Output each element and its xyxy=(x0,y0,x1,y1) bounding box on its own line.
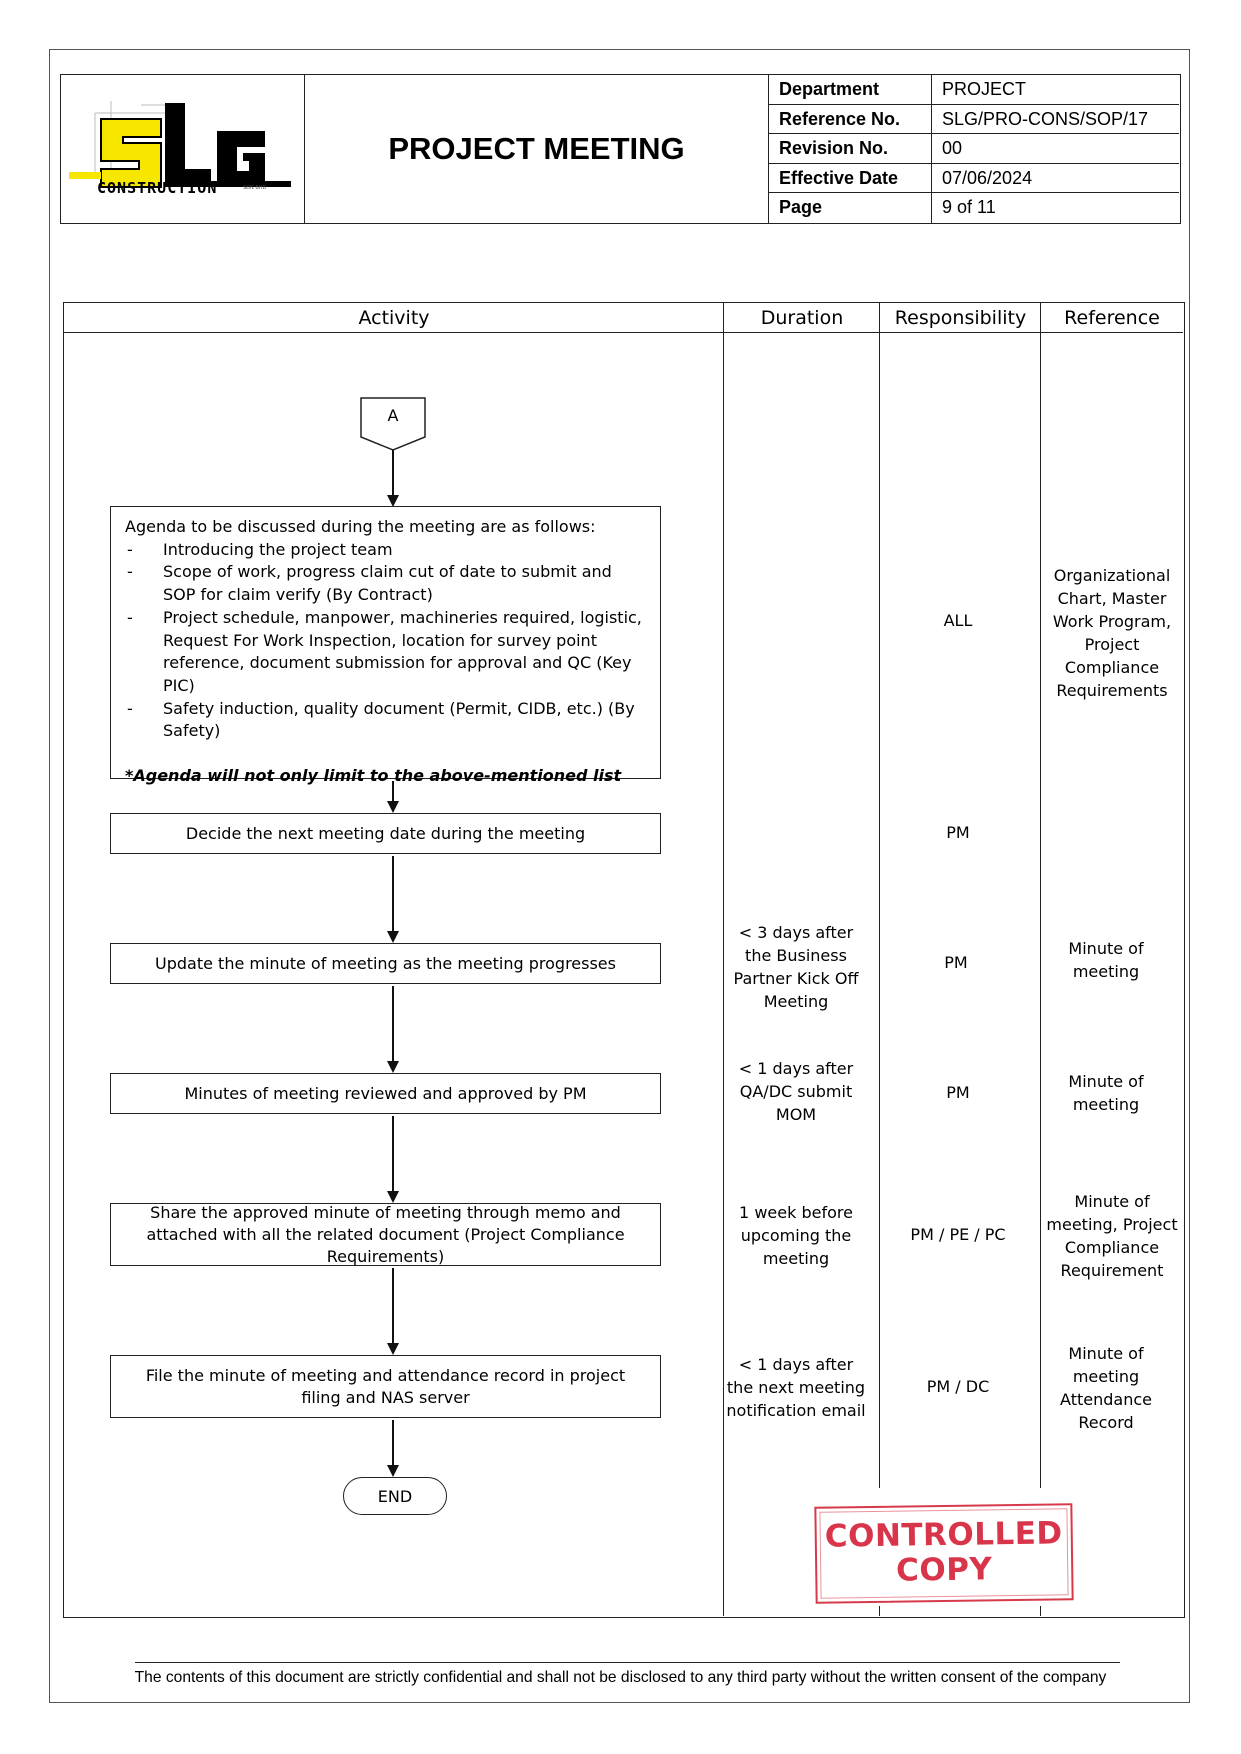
document-meta-table: Department PROJECT Reference No. SLG/PRO… xyxy=(769,75,1179,223)
flow-arrow xyxy=(387,1268,399,1355)
meta-key: Reference No. xyxy=(769,104,932,134)
slg-logo-icon xyxy=(69,101,291,188)
agenda-item: Introducing the project team xyxy=(125,539,646,562)
meta-value: PROJECT xyxy=(942,79,1027,99)
logo-wordmark: CONSTRUCTION xyxy=(97,179,218,197)
meta-key: Revision No. xyxy=(769,134,932,163)
column-divider xyxy=(723,303,724,1616)
end-terminator: END xyxy=(343,1477,447,1515)
step-box-review-minutes: Minutes of meeting reviewed and approved… xyxy=(110,1073,661,1114)
flow-arrow xyxy=(387,450,399,507)
agenda-intro: Agenda to be discussed during the meetin… xyxy=(125,517,596,536)
meta-row: Reference No. SLG/PRO-CONS/SOP/17 xyxy=(769,104,1179,135)
responsibility-cell: PM xyxy=(946,823,970,842)
step-box-share-minutes: Share the approved minute of meeting thr… xyxy=(110,1203,661,1266)
agenda-item: Scope of work, progress claim cut of dat… xyxy=(125,561,646,606)
document-header: CONSTRUCTION SDN BHD PROJECT MEETING Dep… xyxy=(60,74,1181,224)
column-header-responsibility: Responsibility xyxy=(880,303,1041,333)
flow-arrow xyxy=(387,856,399,943)
agenda-item: Project schedule, manpower, machineries … xyxy=(125,607,646,698)
controlled-copy-stamp: CONTROLLED COPY xyxy=(814,1503,1074,1604)
column-header-activity: Activity xyxy=(64,303,724,333)
meta-key: Page xyxy=(769,193,932,223)
meta-row: Department PROJECT xyxy=(769,75,1179,105)
duration-cell: < 1 days after the next meeting notifica… xyxy=(726,1355,866,1420)
agenda-box: Agenda to be discussed during the meetin… xyxy=(110,506,661,785)
reference-cell: Minute of meeting xyxy=(1068,939,1144,981)
responsibility-cell: PM xyxy=(946,1083,970,1102)
offpage-connector-icon xyxy=(360,397,426,451)
duration-cell: < 1 days after QA/DC submit MOM xyxy=(738,1059,854,1124)
flow-arrow xyxy=(387,986,399,1073)
stamp-line: CONTROLLED xyxy=(824,1515,1063,1555)
step-box-decide-date: Decide the next meeting date during the … xyxy=(110,813,661,854)
column-divider xyxy=(879,303,880,1488)
reference-cell: Minute of meeting xyxy=(1068,1072,1144,1114)
step-box-update-minutes: Update the minute of meeting as the meet… xyxy=(110,943,661,984)
flow-arrow xyxy=(387,1420,399,1477)
meta-row: Revision No. 00 xyxy=(769,134,1179,164)
agenda-item: Safety induction, quality document (Perm… xyxy=(125,698,646,743)
duration-cell: 1 week before upcoming the meeting xyxy=(739,1203,853,1268)
company-logo: CONSTRUCTION SDN BHD xyxy=(61,75,305,223)
responsibility-cell: PM xyxy=(944,953,968,972)
meta-value: 9 of 11 xyxy=(942,197,996,218)
meta-row: Page 9 of 11 xyxy=(769,193,1179,223)
meta-value: 00 xyxy=(942,138,963,159)
procedure-table: Activity Duration Responsibility Referen… xyxy=(63,302,1185,1618)
flow-arrow xyxy=(387,781,399,813)
logo-suffix: SDN BHD xyxy=(243,185,267,191)
responsibility-cell: ALL xyxy=(943,611,973,630)
meta-value: SLG/PRO-CONS/SOP/17 xyxy=(942,108,1149,129)
step-box-file-minutes: File the minute of meeting and attendanc… xyxy=(110,1355,661,1418)
meta-row: Effective Date 07/06/2024 xyxy=(769,163,1179,194)
connector-label: A xyxy=(387,406,399,425)
footer-divider xyxy=(135,1662,1120,1663)
confidentiality-notice: The contents of this document are strict… xyxy=(134,1669,1107,1686)
column-header-reference: Reference xyxy=(1041,303,1183,333)
stamp-line: COPY xyxy=(895,1551,993,1589)
reference-cell: Minute of meeting, Project Compliance Re… xyxy=(1046,1192,1178,1280)
meta-value: 07/06/2024 xyxy=(942,167,1033,188)
reference-cell: Organizational Chart, Master Work Progra… xyxy=(1052,566,1172,700)
meta-key: Effective Date xyxy=(769,163,932,193)
agenda-list: Introducing the project team Scope of wo… xyxy=(125,539,646,743)
duration-cell: < 3 days after the Business Partner Kick… xyxy=(733,923,859,1011)
column-divider xyxy=(879,1606,880,1616)
reference-cell: Minute of meeting Attendance Record xyxy=(1060,1344,1152,1432)
agenda-note: *Agenda will not only limit to the above… xyxy=(125,766,622,786)
column-header-duration: Duration xyxy=(724,303,880,333)
responsibility-cell: PM / DC xyxy=(926,1377,990,1396)
page-frame xyxy=(49,49,1190,1703)
column-divider xyxy=(1040,1606,1041,1616)
document-title: PROJECT MEETING xyxy=(305,75,769,223)
column-divider xyxy=(1040,303,1041,1488)
responsibility-cell: PM / PE / PC xyxy=(910,1225,1006,1244)
flow-arrow xyxy=(387,1116,399,1203)
meta-key: Department xyxy=(769,75,932,104)
